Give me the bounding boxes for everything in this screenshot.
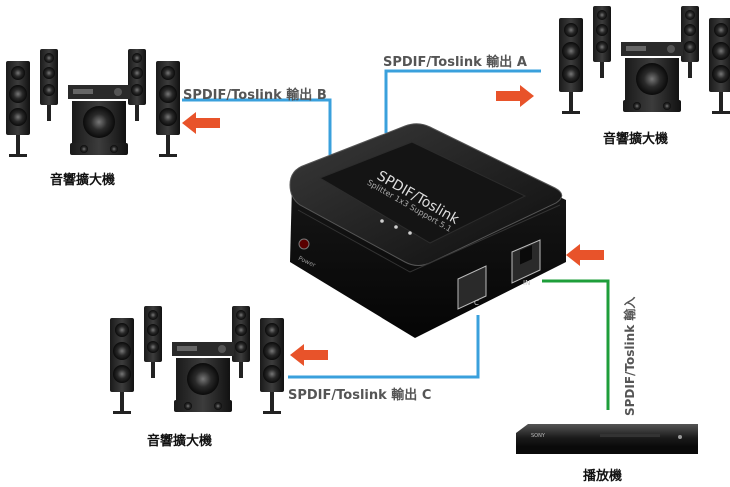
- speaker-set-c-icon: [110, 306, 284, 414]
- input-cable: [542, 279, 610, 410]
- input-label: SPDIF/Toslink 輸入: [623, 296, 637, 416]
- arrow-left-icon: [566, 244, 604, 266]
- dvd-player-icon: [516, 424, 698, 454]
- port-in-label: IN: [523, 279, 531, 287]
- arrow-left-icon: [290, 344, 328, 366]
- output-b-cable: [182, 98, 332, 155]
- arrow-left-icon: [182, 112, 220, 134]
- player-brand: SONY: [531, 433, 545, 439]
- speaker-set-a-icon: [559, 6, 730, 114]
- speaker-a-caption: 音響擴大機: [603, 132, 669, 147]
- output-b-label: SPDIF/Toslink 輸出 B: [183, 88, 327, 103]
- output-c-cable: [288, 315, 480, 379]
- speaker-c-caption: 音響擴大機: [147, 434, 213, 449]
- arrow-right-icon: [496, 85, 534, 107]
- output-a-cable: [384, 69, 541, 133]
- speaker-b-caption: 音響擴大機: [50, 173, 116, 188]
- port-c-label: C: [474, 299, 479, 307]
- output-a-label: SPDIF/Toslink 輸出 A: [383, 55, 527, 70]
- output-c-label: SPDIF/Toslink 輸出 C: [288, 388, 432, 403]
- player-caption: 播放機: [583, 469, 623, 484]
- speaker-set-b-icon: [6, 49, 180, 157]
- splitter-device: [289, 123, 566, 338]
